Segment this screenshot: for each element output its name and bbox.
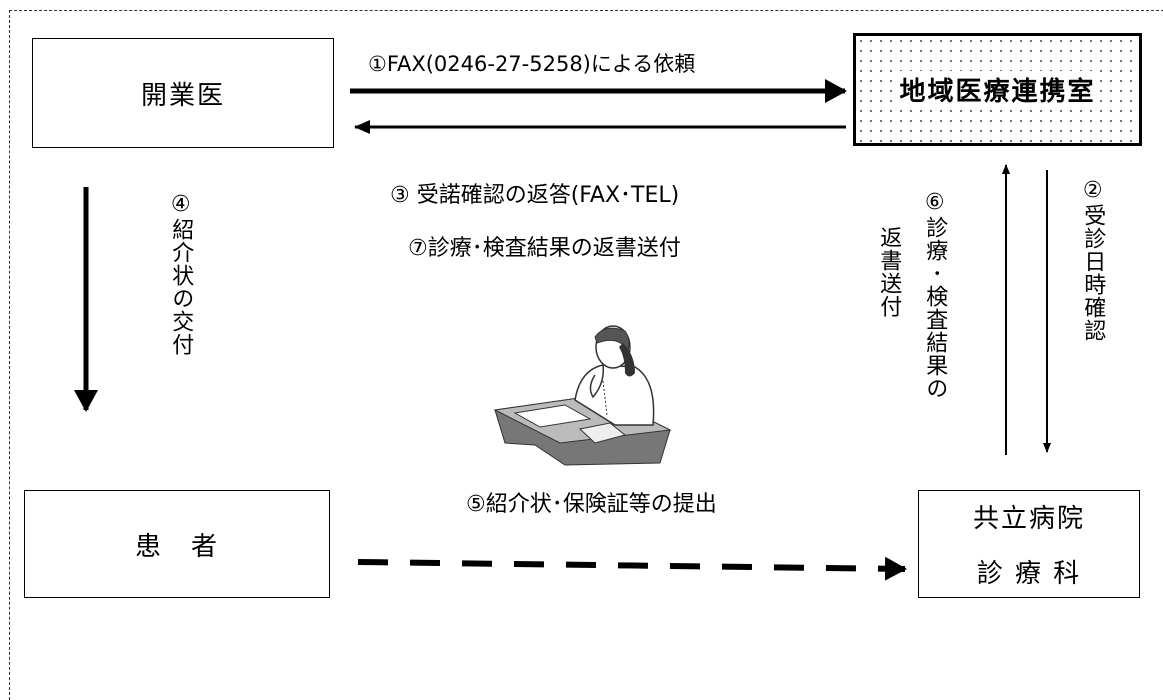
step5-documents-label: ⑤紹介状･保険証等の提出 bbox=[466, 492, 717, 517]
step6-results-label-col2: 返書送付 bbox=[876, 226, 902, 318]
patient-label: 患 者 bbox=[134, 531, 219, 562]
arrow-documents-submit bbox=[357, 556, 907, 581]
arrows-layer bbox=[74, 79, 1051, 581]
diagram-frame bbox=[9, 10, 1163, 700]
department-label: 診 療 科 bbox=[976, 559, 1082, 589]
step1-request-label: ①FAX(0246-27-5258)による依頼 bbox=[368, 52, 696, 76]
person-on-telephone-icon bbox=[493, 325, 672, 466]
clinic-label: 開業医 bbox=[140, 80, 225, 111]
liaison-office-label: 地域医療連携室 bbox=[897, 71, 1098, 108]
step3-acceptance-reply-label: ③ 受諾確認の返答(FAX･TEL) bbox=[390, 183, 680, 208]
liaison-office-box: 地域医療連携室 bbox=[853, 33, 1142, 146]
hospital-department-box: 共立病院 診 療 科 bbox=[918, 490, 1140, 598]
step2-date-confirm-label: ②受診日時確認 bbox=[1080, 178, 1106, 342]
step4-referral-letter-label: ④紹介状の交付 bbox=[168, 192, 194, 356]
step6-results-label-col1: ⑥診療･検査結果の bbox=[922, 190, 948, 400]
clinic-box: 開業医 bbox=[32, 38, 334, 148]
step7-results-reply-label: ⑦診療･検査結果の返書送付 bbox=[408, 236, 681, 261]
hospital-label: 共立病院 bbox=[972, 504, 1085, 534]
patient-box: 患 者 bbox=[24, 490, 330, 598]
